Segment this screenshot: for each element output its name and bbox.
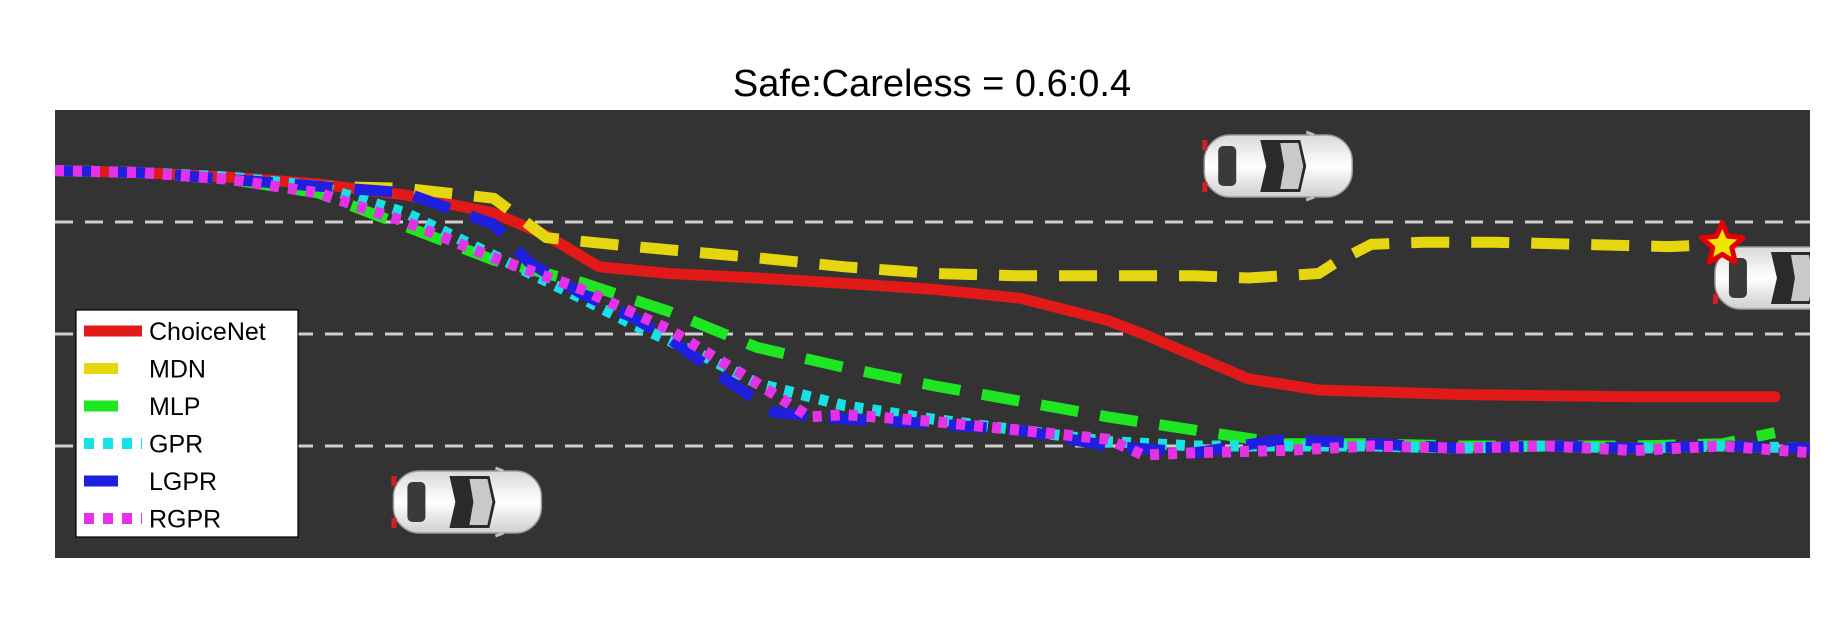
series-mlp <box>55 165 1777 452</box>
cars <box>391 130 1825 538</box>
legend-label-rgpr: RGPR <box>149 506 221 534</box>
car-mirror <box>1817 244 1825 312</box>
legend-label-gpr: GPR <box>149 431 203 459</box>
car-tail-light <box>1202 182 1208 192</box>
series-lgpr <box>55 165 1810 459</box>
car-tail-light <box>1712 294 1718 304</box>
goal-star <box>1698 219 1746 265</box>
legend-label-mlp: MLP <box>149 393 200 421</box>
car-roof <box>469 479 493 525</box>
chart-title: Safe:Careless = 0.6:0.4 <box>733 63 1131 105</box>
car-right-edge <box>1712 244 1825 312</box>
car-tail-light <box>391 476 397 486</box>
car-top-center <box>1202 130 1353 202</box>
legend-label-mdn: MDN <box>149 356 206 384</box>
lane-markings <box>55 220 1810 448</box>
car-mirror <box>494 466 504 538</box>
legend-label-choicenet: ChoiceNet <box>149 318 266 346</box>
car-roof <box>1280 143 1304 189</box>
series-rgpr <box>55 165 1810 461</box>
legend-label-lgpr: LGPR <box>149 468 217 496</box>
car-tail-light <box>391 518 397 528</box>
legend-box <box>75 309 299 538</box>
car-tail-light <box>1202 140 1208 150</box>
markers <box>1698 219 1746 265</box>
car-mirror <box>1305 130 1315 202</box>
car-rear-window <box>407 482 426 522</box>
series-choicenet <box>55 165 1781 403</box>
car-bottom-left <box>391 466 543 538</box>
car-rear-window <box>1218 146 1237 186</box>
car-rear-window <box>1728 258 1747 298</box>
car-roof <box>1790 255 1810 301</box>
trajectories <box>55 165 1810 461</box>
